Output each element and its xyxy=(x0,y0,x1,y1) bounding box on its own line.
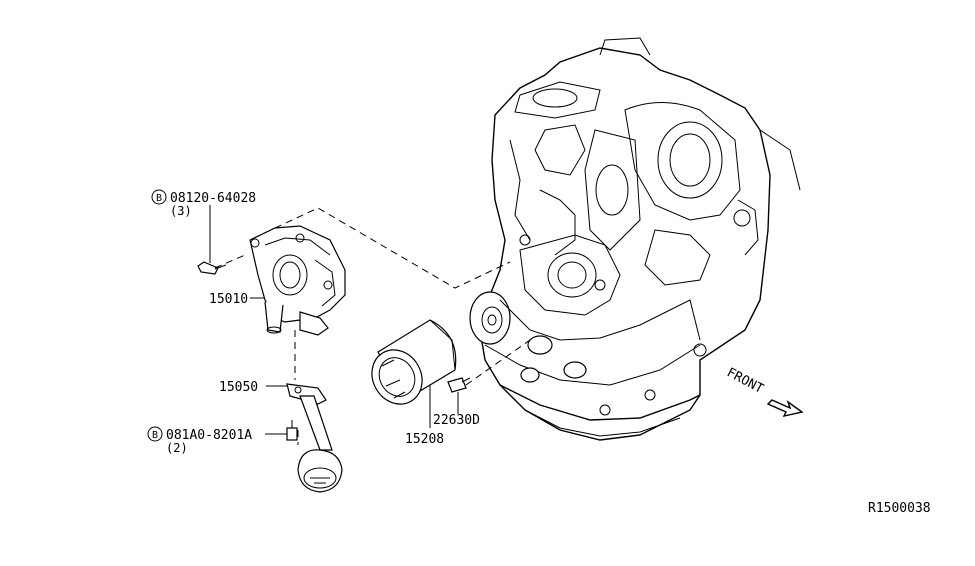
badge-b: B xyxy=(152,430,158,441)
label-front: FRONT xyxy=(724,365,766,397)
strainer-bolt xyxy=(286,420,298,441)
label-oil-filter: 15208 xyxy=(405,432,444,447)
part-number: 081A0-8201A xyxy=(166,428,252,443)
oil-strainer xyxy=(286,383,343,493)
label-oil-pump: 15010 xyxy=(209,292,248,307)
label-pump-bolt: B 08120-64028 (3) xyxy=(151,189,256,218)
diagram-id: R1500038 xyxy=(868,501,931,516)
leader-lines xyxy=(209,205,531,445)
label-sensor: 22630D xyxy=(433,413,480,428)
quantity: (2) xyxy=(166,441,188,455)
part-number: 08120-64028 xyxy=(170,191,256,206)
pump-bolt xyxy=(197,261,227,275)
badge-b: B xyxy=(156,193,162,204)
label-strainer: 15050 xyxy=(219,380,258,395)
engine-block xyxy=(469,37,801,441)
oil-pump xyxy=(249,225,346,336)
quantity: (3) xyxy=(170,204,192,218)
oil-pressure-sensor xyxy=(447,377,471,393)
label-strainer-bolt: B 081A0-8201A (2) xyxy=(147,426,252,455)
oil-filter xyxy=(371,319,457,405)
front-arrow-icon xyxy=(766,399,804,418)
